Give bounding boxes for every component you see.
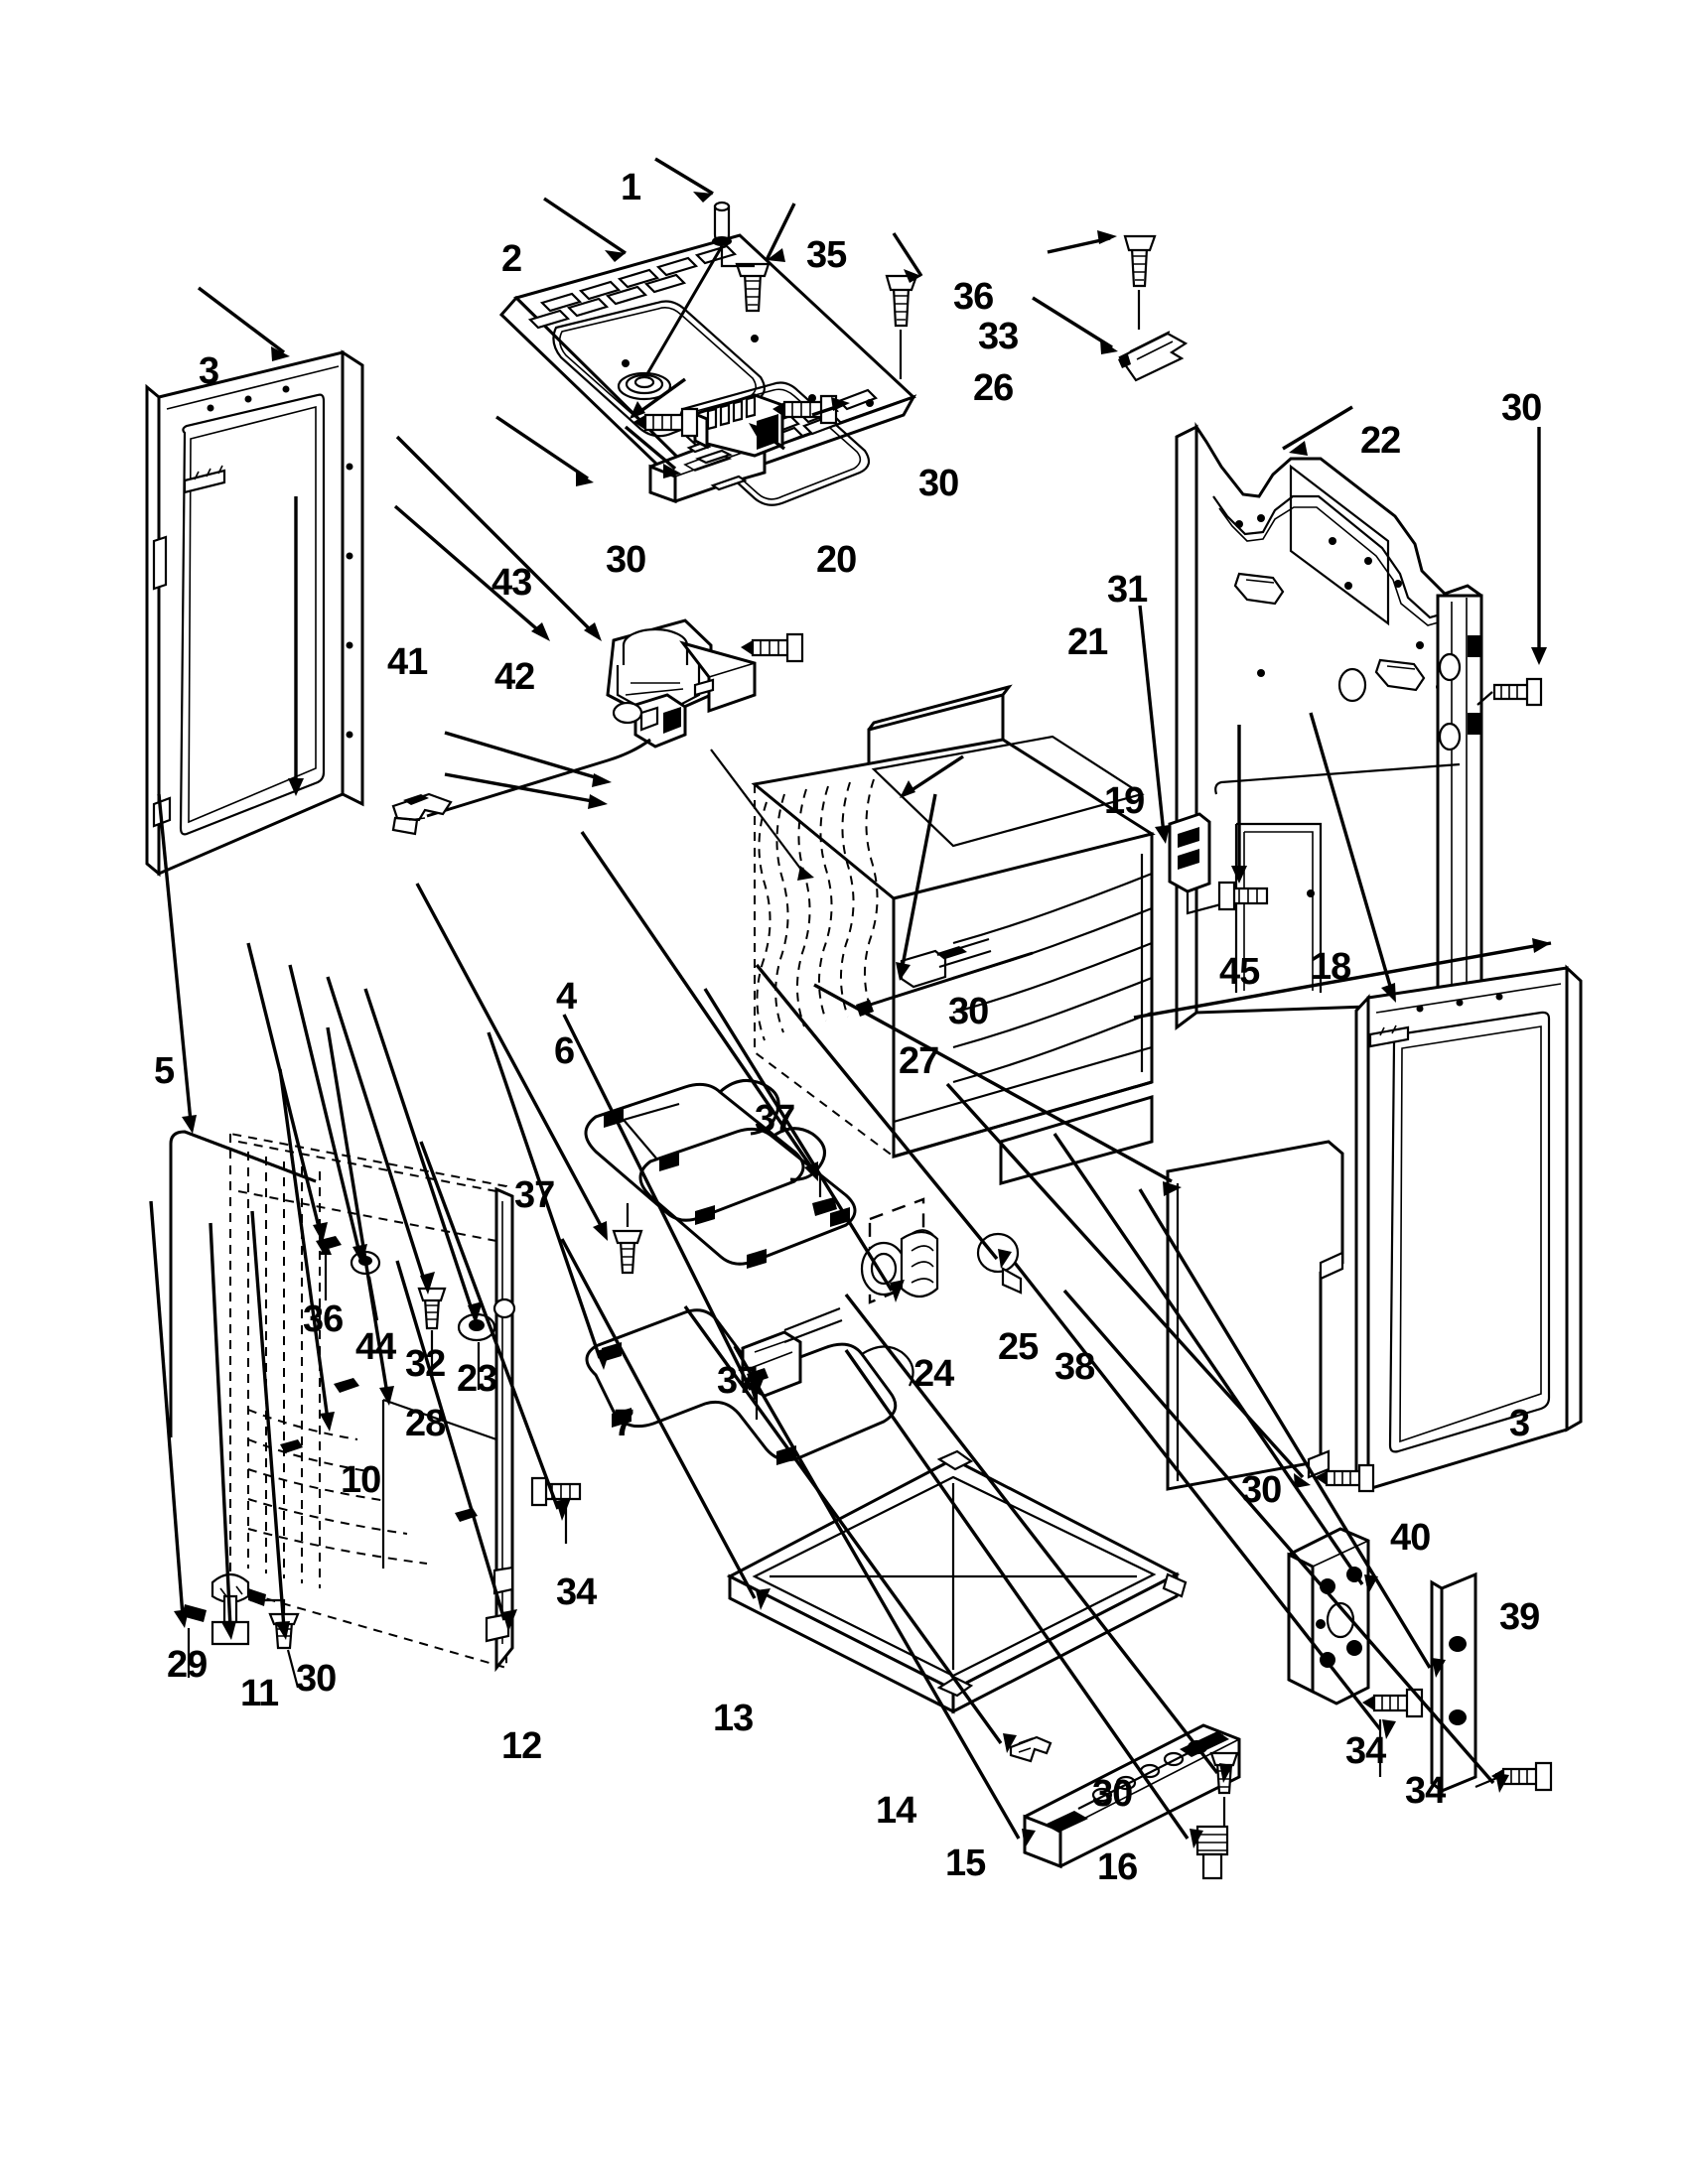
callout-41: 41: [387, 641, 428, 683]
callout-29: 29: [167, 1644, 208, 1686]
callout-21: 21: [1067, 621, 1108, 663]
callout-34-left: 34: [556, 1571, 597, 1613]
callout-15: 15: [945, 1843, 986, 1884]
part-26-spring-clip: [1118, 331, 1189, 382]
part-33-screw: [1123, 234, 1157, 330]
callout-18: 18: [1311, 946, 1351, 988]
leader-lines: [149, 157, 1552, 1848]
callout-13: 13: [713, 1698, 754, 1739]
part-37-screw-broil: [612, 1203, 643, 1275]
callout-39: 39: [1499, 1596, 1540, 1638]
callout-7: 7: [614, 1403, 634, 1444]
part-30-screw-rear: [1476, 677, 1543, 707]
part-3-door-frame-left: [145, 349, 364, 878]
part-36-screw-top: [885, 274, 918, 379]
callout-38: 38: [1054, 1346, 1095, 1388]
callout-12: 12: [501, 1725, 542, 1767]
callout-33: 33: [978, 316, 1019, 357]
callout-30-rear: 30: [1501, 387, 1542, 429]
callout-30-shield: 30: [1241, 1469, 1282, 1511]
part-39-hinge-strap: [1430, 1571, 1477, 1795]
callout-30-rail: 30: [1092, 1773, 1133, 1815]
callout-22: 22: [1360, 420, 1401, 462]
callout-1: 1: [621, 167, 641, 208]
callout-32: 32: [405, 1343, 446, 1385]
part-1-stud: [643, 201, 732, 378]
callout-5: 5: [154, 1050, 175, 1092]
part-41-latch-catch: [391, 792, 453, 836]
part-16-stud-bolt: [1195, 1825, 1229, 1880]
callout-23: 23: [457, 1358, 497, 1400]
part-30-screw-terminal: [633, 407, 699, 438]
callout-14: 14: [876, 1790, 916, 1832]
callout-30-cavity: 30: [948, 991, 989, 1032]
part-25-lamp-bulb: [976, 1232, 1023, 1295]
part-10-side-panel-left: [229, 1132, 514, 1673]
callout-26: 26: [973, 367, 1014, 409]
part-42-latch-rod: [426, 738, 651, 818]
part-7-bake-element: [585, 1306, 914, 1465]
part-35-screw: [720, 246, 771, 313]
part-27-sensor-probe: [856, 937, 1034, 1017]
callout-27: 27: [899, 1040, 939, 1082]
callout-11: 11: [240, 1673, 279, 1714]
part-13-oven-bottom: [726, 1449, 1188, 1714]
callout-30-lock: 30: [606, 539, 646, 581]
part-38-side-heat-shield: [1166, 1140, 1344, 1491]
callout-36-top: 36: [953, 276, 994, 318]
callout-30-cooktop: 30: [918, 463, 959, 504]
part-30-screw-cavity: [710, 749, 814, 881]
callout-6: 6: [554, 1030, 575, 1072]
part-34-screw-hinge-a: [1362, 1688, 1424, 1777]
callout-30-leg: 30: [296, 1658, 337, 1700]
part-22-rear-panel: [1175, 422, 1483, 1030]
callout-43: 43: [491, 562, 532, 604]
callout-3-right: 3: [1509, 1403, 1530, 1444]
part-43-door-lock-motor: [606, 618, 757, 749]
part-15-front-rail: [1023, 1723, 1241, 1869]
part-14-clip: [1009, 1735, 1052, 1763]
callout-10: 10: [341, 1459, 381, 1501]
callout-2: 2: [501, 238, 522, 280]
part-34-screw-left: [530, 1476, 582, 1544]
part-19-bracket-clip: [1168, 812, 1248, 915]
part-45-screw: [1217, 881, 1269, 911]
callout-40: 40: [1390, 1517, 1431, 1559]
callout-37-b: 37: [514, 1174, 555, 1216]
callout-20: 20: [816, 539, 857, 581]
callout-44: 44: [355, 1326, 396, 1368]
callout-16: 16: [1097, 1846, 1138, 1888]
callout-24: 24: [913, 1353, 954, 1395]
part-30-screw-lock: [741, 632, 804, 663]
callout-31: 31: [1107, 569, 1148, 611]
callout-42: 42: [494, 656, 535, 698]
part-30-screw-shield: [1315, 1463, 1375, 1493]
callout-45: 45: [1219, 951, 1260, 993]
callout-4: 4: [556, 976, 577, 1018]
part-40-hinge-bracket: [1287, 1527, 1370, 1706]
callout-25: 25: [998, 1326, 1039, 1368]
callout-3-left: 3: [199, 350, 219, 392]
callout-34-a: 34: [1345, 1730, 1386, 1772]
callout-34-b: 34: [1405, 1770, 1446, 1812]
part-3-door-frame-right: [1354, 964, 1583, 1493]
callout-36-panel: 36: [303, 1298, 344, 1340]
callout-37-a: 37: [755, 1098, 795, 1140]
callout-19: 19: [1104, 780, 1145, 822]
callout-37-c: 37: [717, 1360, 758, 1402]
callout-28: 28: [405, 1403, 446, 1444]
callout-35: 35: [806, 234, 847, 276]
